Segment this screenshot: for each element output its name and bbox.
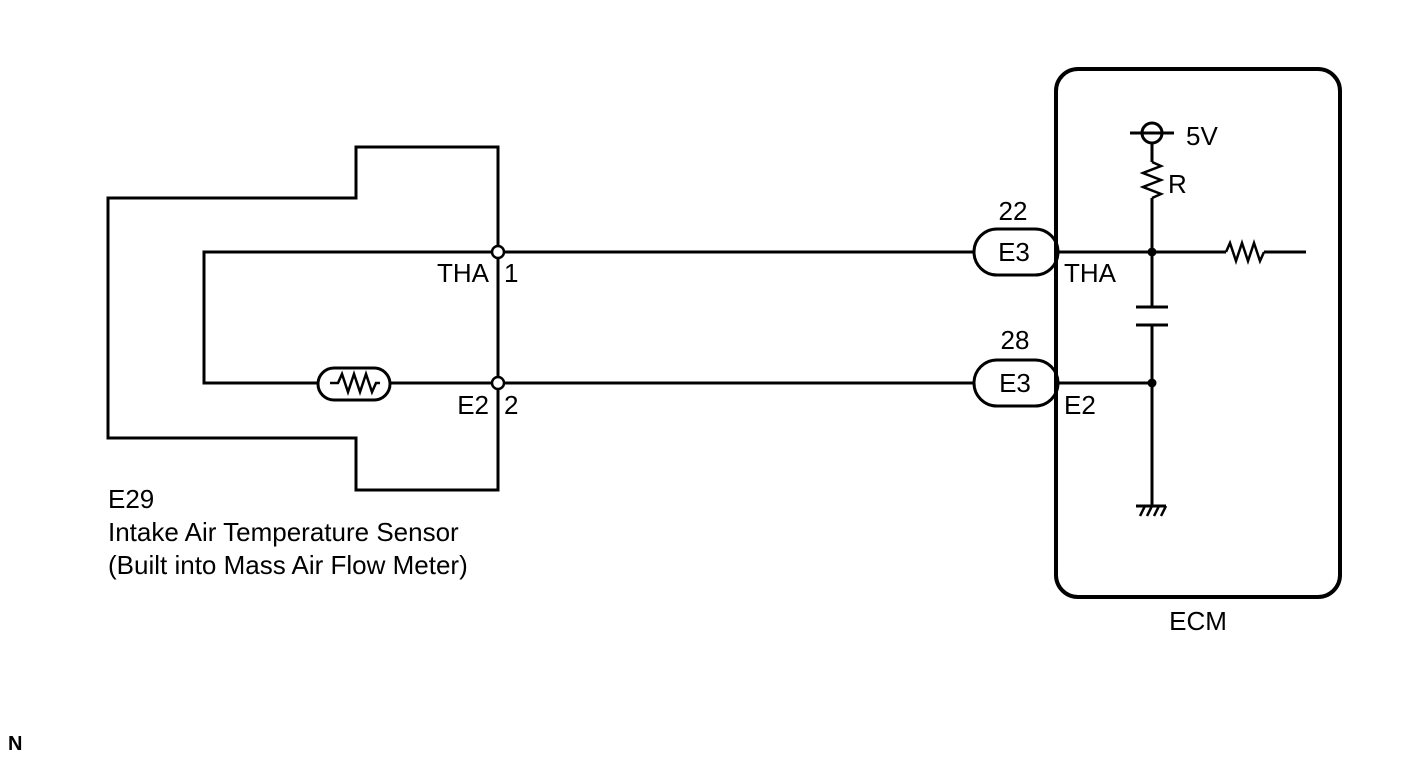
connector-28: E3 [972,358,1060,408]
connector-22-pin: 22 [999,196,1028,226]
connector-22-code: E3 [998,237,1030,267]
supply-terminal-icon [1130,121,1174,145]
sensor-internal-loop [202,250,498,385]
ecm-e2-label: E2 [1064,390,1096,420]
junction-tha-icon [1147,247,1157,257]
terminal-tha-icon [490,244,506,260]
sensor-pin2-signal: E2 [457,390,489,420]
ecm-voltage: 5V [1186,121,1218,151]
sensor-housing [106,145,500,492]
ground-icon [1136,504,1168,517]
sensor-note: (Built into Mass Air Flow Meter) [108,550,468,580]
sensor-name: Intake Air Temperature Sensor [108,517,459,547]
ecm-box [1054,67,1342,599]
ecm-tha-label: THA [1064,258,1117,288]
sensor-pin2-number: 2 [504,390,518,420]
ecm-capacitor-icon [1136,305,1168,327]
thermistor-icon [316,366,392,402]
ecm-resistor-horizontal-icon [1224,239,1266,265]
terminal-e2-icon [490,375,506,391]
connector-28-pin: 28 [1001,325,1030,355]
connector-22: E3 [972,227,1060,277]
sensor-code: E29 [108,484,154,514]
corner-mark: N [8,733,22,755]
sensor-pin1-signal: THA [437,258,490,288]
sensor-pin1-number: 1 [504,258,518,288]
ecm-pullup-resistor-icon [1139,160,1165,200]
connector-28-code: E3 [999,368,1031,398]
ecm-name: ECM [1169,606,1227,636]
ecm-resistor-label: R [1168,169,1187,199]
